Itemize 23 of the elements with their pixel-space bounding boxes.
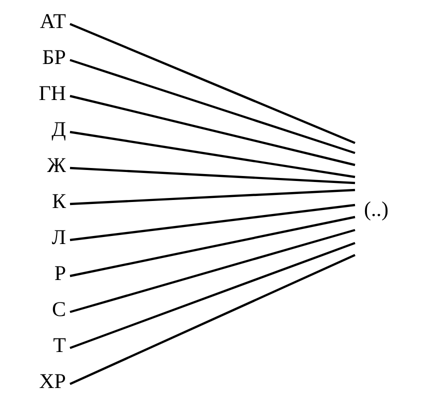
node-label: Л (2, 227, 66, 248)
connector-line (70, 130, 356, 178)
node-label: С (2, 299, 66, 320)
connector-line (70, 216, 356, 278)
connector-line (70, 188, 356, 206)
node-label: Р (2, 263, 66, 284)
connector-line (70, 254, 356, 385)
connector-line (70, 228, 356, 314)
connector-line (70, 242, 356, 350)
connector-line (70, 166, 356, 184)
node-label: БР (2, 47, 66, 68)
node-label: ХР (2, 371, 66, 392)
node-label: АТ (2, 11, 66, 32)
node-label: Ж (2, 155, 66, 176)
node-label: ГН (2, 83, 66, 104)
connector-line (70, 58, 356, 154)
node-label: Т (2, 335, 66, 356)
target-label: (..) (364, 199, 388, 220)
connector-line (70, 204, 356, 242)
connector-line (70, 22, 356, 144)
connector-line (70, 94, 356, 166)
node-label: Д (2, 119, 66, 140)
node-label: К (2, 191, 66, 212)
